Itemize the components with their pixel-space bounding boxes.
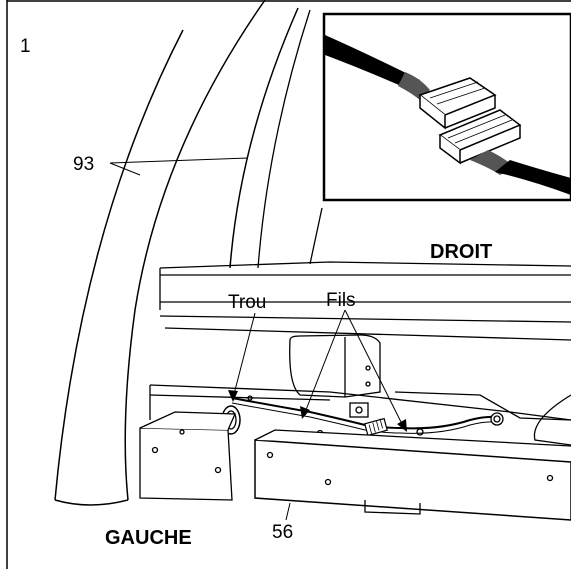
right-guard bbox=[533, 394, 571, 446]
center-bracket bbox=[349, 402, 369, 418]
left-bracket-top bbox=[139, 411, 236, 431]
right-plate bbox=[394, 391, 571, 421]
leader-wires-b bbox=[344, 309, 405, 429]
treadmill-base-illustration bbox=[54, 0, 571, 521]
inset-cable-upper bbox=[325, 35, 420, 92]
leader-wires-a bbox=[303, 309, 346, 416]
part-label-56: 56 bbox=[272, 522, 293, 543]
motor-hood bbox=[289, 334, 381, 398]
inset-connector-female-ridges bbox=[447, 114, 513, 144]
upright-left-inner bbox=[124, 0, 266, 501]
upright-right-stub bbox=[309, 207, 323, 265]
frame-screw-2 bbox=[247, 395, 253, 401]
upright-left-outer bbox=[54, 29, 184, 501]
crossbar-hole-3 bbox=[546, 474, 554, 482]
leader-93-b bbox=[109, 157, 249, 164]
right-grommet bbox=[490, 412, 504, 426]
frame-rail-top-2 bbox=[149, 394, 331, 401]
deck-lower-edge-2 bbox=[164, 327, 571, 341]
inset-connector-male-side bbox=[419, 95, 446, 130]
upright-right-front bbox=[229, 7, 299, 269]
connector-inset bbox=[322, 12, 571, 202]
right-grommet-inner bbox=[493, 415, 501, 423]
deck-lower-edge bbox=[159, 315, 571, 323]
upright-right-back bbox=[257, 9, 311, 269]
upright-left-bottom bbox=[54, 499, 129, 506]
arrow-wires-b bbox=[397, 419, 407, 432]
center-bracket-screw bbox=[355, 406, 363, 414]
crossbar-foot bbox=[364, 500, 421, 515]
left-bracket-hole-2 bbox=[214, 466, 222, 474]
crossbar-hole-2 bbox=[324, 478, 332, 486]
crossbar-56 bbox=[254, 439, 571, 521]
wire-harness-2 bbox=[231, 402, 501, 434]
wire-connector bbox=[364, 417, 388, 437]
hood-screw bbox=[365, 365, 371, 371]
leader-56 bbox=[285, 502, 291, 521]
crossbar-56-top bbox=[254, 429, 571, 447]
left-bracket-hole bbox=[151, 446, 159, 454]
frame-rail-top bbox=[149, 384, 571, 421]
clip-screw bbox=[416, 428, 424, 436]
deck-top-edge bbox=[159, 261, 571, 269]
inset-connector-female-side bbox=[439, 135, 461, 165]
side-label-droit: DROIT bbox=[430, 241, 492, 263]
arrowheads bbox=[228, 390, 407, 432]
side-label-gauche: GAUCHE bbox=[105, 527, 192, 549]
left-bracket bbox=[139, 427, 233, 501]
step-number: 1 bbox=[20, 36, 31, 57]
crossbar-hole bbox=[266, 451, 274, 459]
inset-connector-male-front bbox=[444, 95, 496, 129]
inset-wires-upper bbox=[398, 72, 430, 100]
arrow-hole bbox=[228, 390, 238, 402]
hole-label: Trou bbox=[228, 292, 266, 313]
leader-93-a bbox=[109, 162, 141, 176]
arrow-wires-a bbox=[300, 406, 310, 419]
hood-screw-2 bbox=[365, 381, 371, 387]
wires-label: Fils bbox=[326, 290, 356, 311]
wire-connector-pins bbox=[368, 418, 383, 435]
inset-connector-male-ridges bbox=[429, 81, 486, 105]
inset-cable-lower bbox=[495, 160, 571, 195]
left-bracket-hole-3 bbox=[179, 429, 185, 435]
leader-hole bbox=[232, 312, 256, 399]
part-label-93: 93 bbox=[73, 154, 94, 175]
